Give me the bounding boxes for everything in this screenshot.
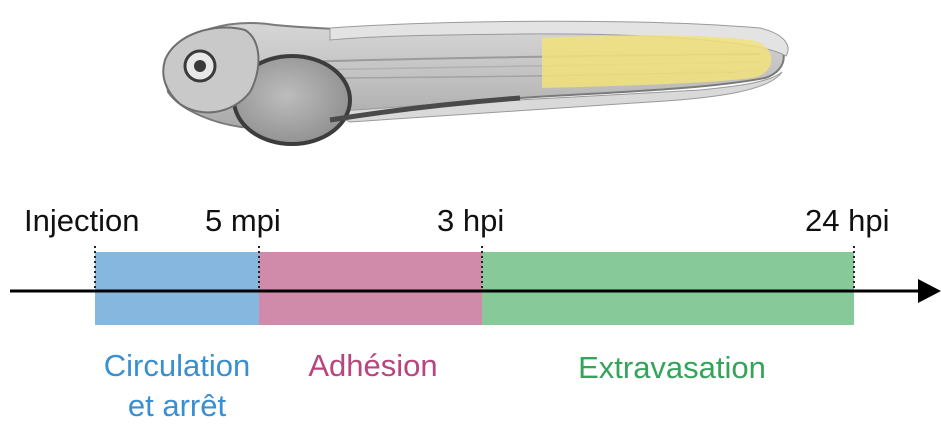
phase-label-circulation: Circulation et arrêt (80, 346, 274, 426)
phase-label-circulation-line2: et arrêt (80, 386, 274, 426)
marker-label-3hpi: 3 hpi (437, 204, 504, 238)
time-axis-arrowhead (918, 279, 941, 303)
marker-label-5mpi: 5 mpi (205, 204, 281, 238)
phase-label-adhesion-line1: Adhésion (280, 346, 466, 386)
marker-label-injection: Injection (24, 204, 139, 238)
phase-label-extravasation: Extravasation (532, 348, 812, 388)
phase-label-circulation-line1: Circulation (80, 346, 274, 386)
phase-label-adhesion: Adhésion (280, 346, 466, 386)
phase-bar-extravasation (482, 252, 854, 325)
phase-label-extravasation-line1: Extravasation (532, 348, 812, 388)
phase-bar-adhesion (259, 252, 482, 325)
phase-bar-circulation (95, 252, 259, 325)
marker-label-24hpi: 24 hpi (805, 204, 889, 238)
